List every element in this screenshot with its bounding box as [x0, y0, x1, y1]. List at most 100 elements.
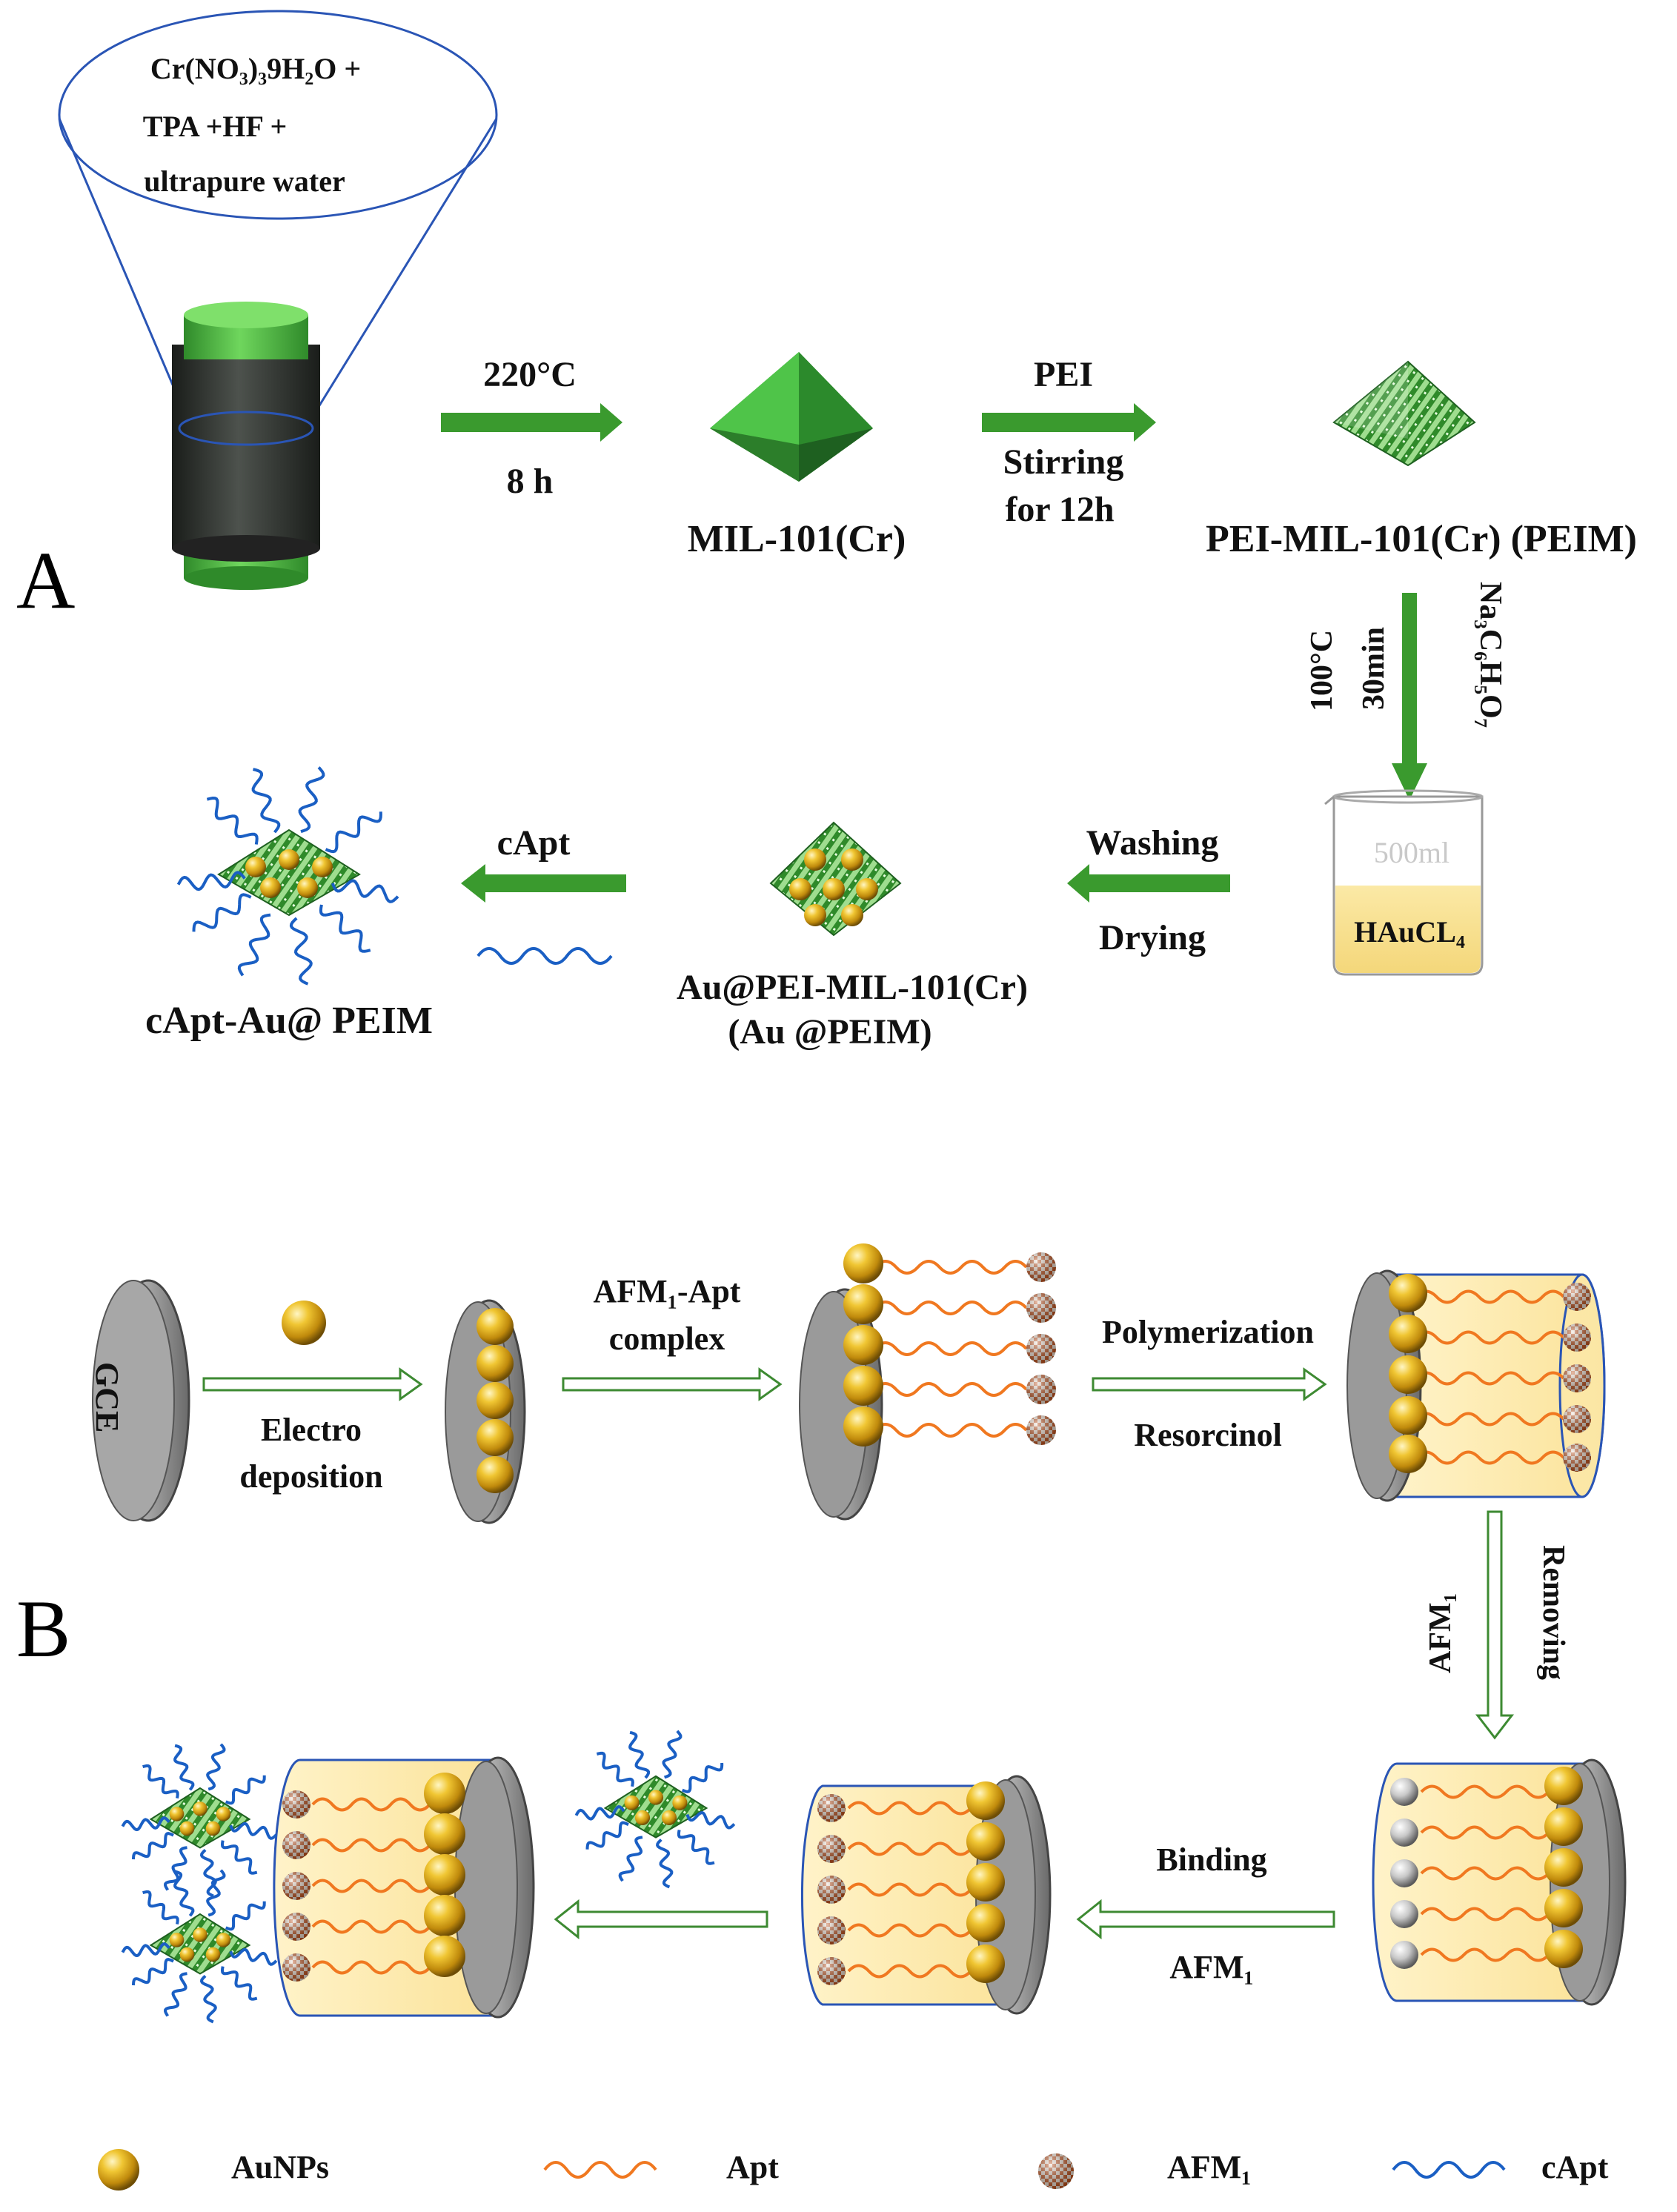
apt-strand	[311, 1960, 431, 1975]
capt-strand	[142, 1764, 179, 1799]
step2-duration: for 12h	[1005, 490, 1115, 529]
apt-strand	[1420, 1866, 1550, 1881]
gce-label: GCE	[89, 1362, 125, 1433]
step3-reagent: Na₃C₆H₅O₇	[1473, 582, 1507, 728]
capt-wave-sample	[476, 947, 613, 965]
aunp	[169, 1933, 185, 1947]
aunp	[843, 1366, 883, 1406]
apt-strand	[1414, 1289, 1565, 1304]
apt-strand	[1420, 1784, 1550, 1799]
electrode-bound	[800, 1775, 1052, 2015]
capt-strand	[206, 1869, 226, 1917]
apt-strand	[1420, 1907, 1550, 1922]
removing-label: Removing	[1536, 1545, 1570, 1680]
capt-au-peim-particle	[176, 766, 399, 986]
precursor-line-2: TPA +HF +	[142, 110, 288, 143]
polymerization-label: Polymerization	[1102, 1314, 1314, 1350]
precursor-line-3: ultrapure water	[144, 165, 345, 198]
capt-strand	[173, 1870, 195, 1917]
capt-strand	[199, 1974, 217, 2024]
capt-strand	[251, 768, 281, 834]
imprint-cavity	[1390, 1900, 1418, 1928]
capt-au-peim-cluster	[176, 766, 399, 986]
capt-strand	[220, 1840, 258, 1875]
capt-strand	[225, 1775, 266, 1805]
aunp	[245, 857, 266, 877]
capt-au-peim-label: cApt-Au@ PEIM	[145, 1000, 433, 1042]
apt-strand	[1414, 1412, 1565, 1426]
beaker-content: HAuCL₄	[1354, 915, 1465, 949]
electrode-final	[121, 1743, 535, 2024]
section-a-graphics	[58, 10, 1484, 986]
legend-capt-icon	[1392, 2161, 1506, 2179]
gce-electrode	[92, 1279, 190, 1522]
mof-body	[603, 1775, 708, 1839]
arrows-outline	[202, 1367, 1515, 1940]
aunp	[1544, 1930, 1583, 1968]
aunp	[1544, 1767, 1583, 1805]
aunp	[424, 1895, 465, 1936]
apt-strand	[1420, 1947, 1550, 1962]
aunp	[648, 1790, 664, 1805]
capt-strand	[685, 1811, 736, 1830]
capt-strand	[656, 1839, 674, 1889]
peim-label: PEI-MIL-101(Cr) (PEIM)	[1206, 518, 1637, 560]
complex-label-line1: AFM₁-Apt	[593, 1273, 741, 1309]
beaker-volume: 500ml	[1373, 836, 1450, 869]
arrows-solid	[441, 403, 1427, 903]
apt-strand	[847, 1882, 972, 1897]
capt-strand	[163, 1846, 187, 1891]
precursor-line-1: Cr(NO₃)₃9H₂O +	[150, 52, 362, 85]
capt-strand	[331, 879, 399, 903]
legend-afm1-label: AFM₁	[1167, 2149, 1252, 2185]
capt-strand	[206, 1743, 226, 1791]
imprint-cavity	[1390, 1819, 1418, 1847]
capt-strand	[628, 1730, 651, 1779]
aunp	[1389, 1315, 1427, 1353]
aunp	[476, 1382, 514, 1419]
aunp	[476, 1419, 514, 1456]
panel-label-a: A	[16, 535, 76, 625]
aunp	[1389, 1274, 1427, 1312]
aunp	[424, 1936, 465, 1977]
capt-strand	[132, 1832, 174, 1860]
capt-strand	[677, 1830, 715, 1865]
capt-strand	[237, 913, 271, 977]
aunp	[1544, 1889, 1583, 1927]
legend-aunps-label: AuNPs	[231, 2149, 330, 2185]
aunp	[843, 1406, 883, 1447]
imprint-cavity	[1390, 1859, 1418, 1887]
apt-strand	[873, 1260, 1028, 1275]
beaker	[1324, 789, 1484, 976]
aunp	[1389, 1396, 1427, 1435]
capt-strand	[229, 1947, 278, 1966]
peim-crystal	[1332, 360, 1476, 467]
legend-aunp-icon	[98, 2149, 139, 2191]
apt-strand	[873, 1301, 1028, 1315]
electrode-imprinted	[1346, 1269, 1606, 1502]
apt-strand	[1414, 1330, 1565, 1345]
aunp	[424, 1773, 465, 1814]
step2-reagent: PEI	[1033, 355, 1094, 394]
capt-strand	[163, 1972, 187, 2017]
apt-strand	[847, 1841, 972, 1856]
aunp	[193, 1801, 207, 1816]
apt-strand	[1414, 1371, 1565, 1386]
step1-temperature: 220°C	[483, 355, 577, 394]
autoclave-reactor	[172, 302, 320, 590]
aunp	[216, 1807, 231, 1821]
step1-time: 8 h	[506, 462, 554, 501]
legend-afm1-icon	[1038, 2153, 1074, 2189]
capt-strand	[618, 1836, 643, 1882]
panel-label-b: B	[16, 1584, 71, 1674]
capt-au-peim-particle	[574, 1730, 736, 1889]
aunp	[216, 1933, 231, 1947]
step3-temperature: 100°C	[1305, 629, 1339, 711]
capt-strand	[319, 904, 371, 953]
aunp	[424, 1813, 465, 1855]
capt-strand	[142, 1890, 179, 1924]
capt-strand	[121, 1816, 170, 1832]
capt-strand	[596, 1751, 634, 1787]
aunp	[634, 1810, 651, 1826]
